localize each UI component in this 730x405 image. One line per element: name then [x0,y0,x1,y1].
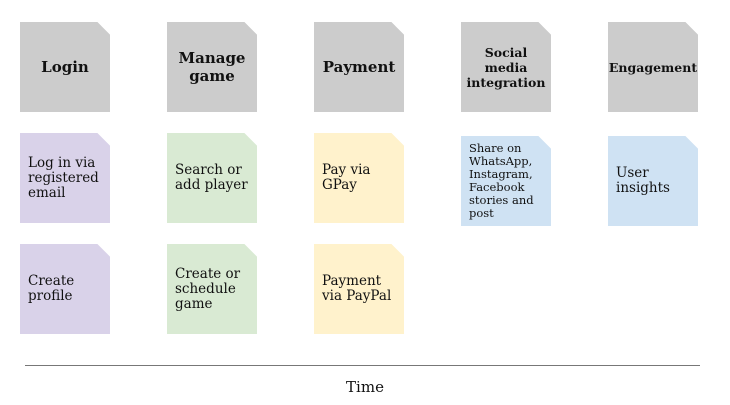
card-label: Search or add player [175,162,248,193]
card-create-profile: Create profile [20,244,110,334]
card-log-in-via-email: Log in via registered email [20,133,110,223]
column-header-social-media-integration: Social media integration [461,22,551,112]
card-user-insights: User insights [608,136,698,226]
column-header-label: Engagement [608,59,698,75]
column-header-label: Payment [322,58,396,76]
card-label: Share on WhatsApp, Instagram, Facebook s… [469,141,534,220]
column-header-label: Login [41,58,89,76]
column-header-manage-game: Manage game [167,22,257,112]
card-label: Log in via registered email [28,154,99,201]
card-label: Create or schedule game [175,265,241,312]
card-label: Payment via PayPal [322,273,392,304]
column-header-payment: Payment [314,22,404,112]
card-search-or-add-player: Search or add player [167,133,257,223]
column-header-label: Social media integration [466,44,546,90]
card-share-on-social: Share on WhatsApp, Instagram, Facebook s… [461,136,551,226]
time-axis-line [25,365,700,366]
card-payment-via-paypal: Payment via PayPal [314,244,404,334]
card-label: Create profile [28,273,75,304]
card-pay-via-gpay: Pay via GPay [314,133,404,223]
card-label: User insights [616,165,670,196]
card-label: Pay via GPay [322,162,371,193]
time-axis-label: Time [346,378,384,396]
column-header-label: Manage game [178,49,246,85]
column-header-login: Login [20,22,110,112]
card-create-or-schedule-game: Create or schedule game [167,244,257,334]
column-header-engagement: Engagement [608,22,698,112]
